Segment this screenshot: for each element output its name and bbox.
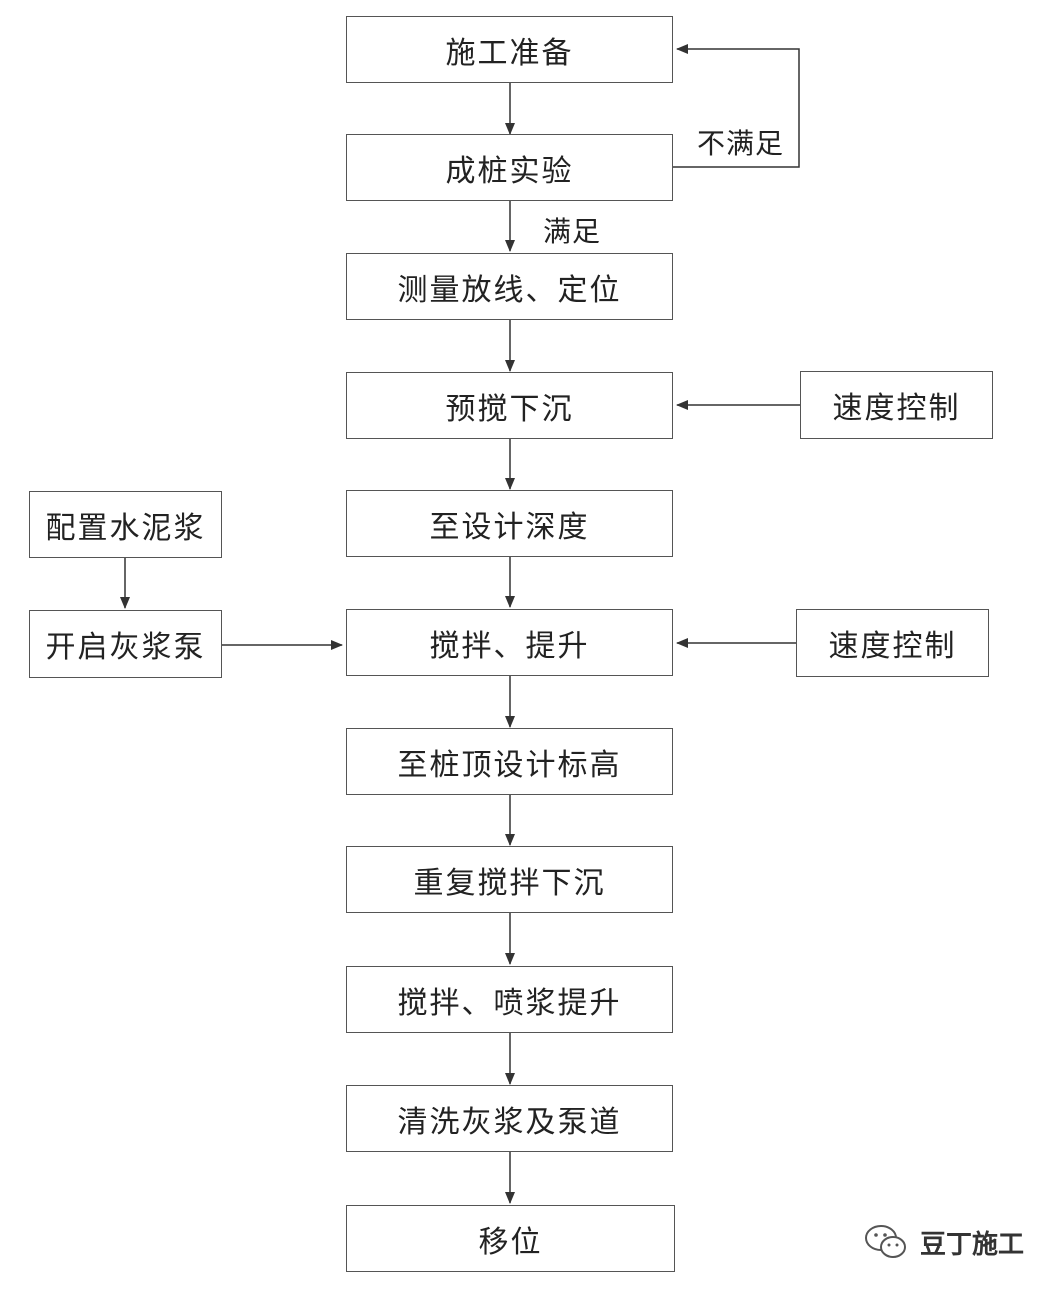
step-label: 施工准备 <box>445 35 574 71</box>
not-satisfied-label: 不满足 <box>697 127 785 160</box>
start-pump-box: 开启灰浆泵 <box>29 610 222 678</box>
step-label: 移位 <box>478 1224 543 1260</box>
step-survey-positioning: 测量放线、定位 <box>346 253 673 320</box>
step-mix-spray-lift: 搅拌、喷浆提升 <box>346 966 673 1033</box>
step-label: 预搅下沉 <box>445 391 574 427</box>
step-label: 至桩顶设计标高 <box>397 747 622 783</box>
speed-control-box-1: 速度控制 <box>800 371 993 439</box>
wechat-icon <box>865 1225 906 1258</box>
step-mix-lift: 搅拌、提升 <box>346 609 673 676</box>
step-construction-prep: 施工准备 <box>346 16 673 83</box>
side-label: 配置水泥浆 <box>45 510 206 546</box>
side-label: 开启灰浆泵 <box>45 630 206 665</box>
step-label: 搅拌、提升 <box>429 628 590 664</box>
prepare-slurry-box: 配置水泥浆 <box>29 491 222 558</box>
step-label: 搅拌、喷浆提升 <box>397 985 622 1021</box>
step-relocate: 移位 <box>346 1205 675 1272</box>
step-label: 清洗灰浆及泵道 <box>397 1104 622 1140</box>
speed-control-box-2: 速度控制 <box>796 609 989 677</box>
step-label: 重复搅拌下沉 <box>413 865 606 901</box>
step-pre-mix-sink: 预搅下沉 <box>346 372 673 439</box>
step-label: 至设计深度 <box>429 509 590 545</box>
watermark: 豆丁施工 <box>862 1222 1024 1262</box>
step-clean-pump: 清洗灰浆及泵道 <box>346 1085 673 1152</box>
side-label: 速度控制 <box>832 391 961 426</box>
side-label: 速度控制 <box>828 629 957 664</box>
watermark-text: 豆丁施工 <box>920 1229 1025 1260</box>
step-pile-top-elevation: 至桩顶设计标高 <box>346 728 673 795</box>
step-pile-test: 成桩实验 <box>346 134 673 201</box>
step-design-depth: 至设计深度 <box>346 490 673 557</box>
feedback-loop-line <box>673 44 800 168</box>
step-label: 成桩实验 <box>445 153 574 189</box>
step-label: 测量放线、定位 <box>397 272 622 308</box>
step-repeat-mix-sink: 重复搅拌下沉 <box>346 846 673 913</box>
satisfied-label: 满足 <box>543 215 602 248</box>
